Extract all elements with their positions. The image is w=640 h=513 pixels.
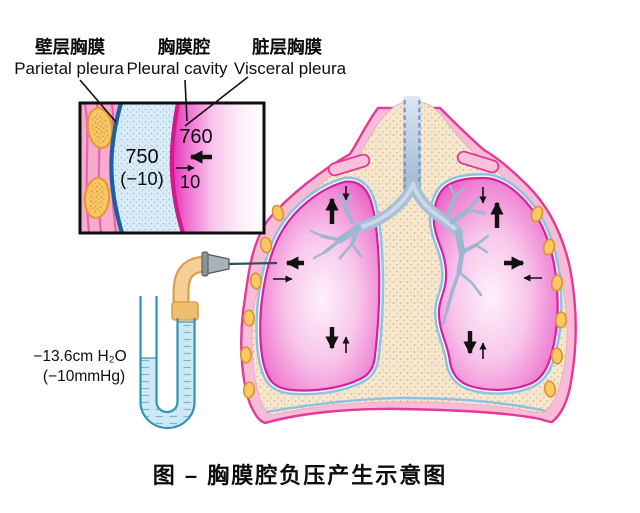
intrapleural-pressure-relative: (−10): [120, 168, 164, 189]
ribs-right: [530, 205, 568, 398]
trachea: [403, 96, 421, 191]
u-tube-glass: [139, 296, 196, 430]
manometer-reading-mmhg: (−10mmHg): [43, 368, 125, 385]
parietal-pleura-line: [109, 104, 124, 232]
bronchial-tree-right: [441, 184, 490, 326]
pleura-labels: 壁层胸膜 Parietal pleura 胸膜腔 Pleural cavity …: [14, 37, 346, 78]
right-lung-body: [432, 176, 559, 391]
needle: [226, 261, 278, 266]
inset-magnified-view: 750 (−10) 760 10: [78, 101, 266, 235]
leader-visceral: [184, 76, 249, 127]
manometer-reading-h2o: −13.6cm H₂O: [33, 348, 126, 365]
pressure-arrows: [273, 186, 542, 359]
inset-lung-region: [171, 104, 262, 232]
label-parietal-zh: 壁层胸膜: [35, 37, 105, 57]
diaphragm-pleura-line: [265, 396, 547, 414]
bronchial-tree-left: [309, 192, 363, 260]
label-visceral-en: Visceral pleura: [234, 59, 347, 78]
tube-sleeve: [171, 301, 199, 321]
label-parietal-en: Parietal pleura: [14, 59, 124, 78]
alveolar-pressure-value: 760: [179, 126, 212, 148]
leader-cavity: [184, 79, 188, 122]
visceral-pleura-line: [169, 104, 185, 232]
label-visceral-zh: 脏层胸膜: [252, 37, 322, 57]
recoil-pressure-value: 10: [180, 171, 201, 192]
water-column: [141, 322, 194, 427]
label-cavity-en: Pleural cavity: [126, 59, 228, 78]
intrapleural-pressure-value: 750: [125, 146, 158, 168]
left-apex-cap: [327, 153, 371, 177]
chest-figure: [240, 96, 577, 425]
inset-ribs: [83, 107, 114, 220]
needle-hub-base: [201, 251, 209, 277]
manometer-assembly: −13.6cm H₂O (−10mmHg): [33, 251, 278, 430]
right-apex-cap: [456, 150, 500, 174]
inset-pleural-cavity: [111, 104, 183, 232]
leader-parietal: [79, 79, 117, 123]
right-lung: [428, 172, 563, 395]
ribs-left: [240, 204, 285, 399]
figure-caption: 图 – 胸膜腔负压产生示意图: [153, 463, 447, 488]
bronchial-tree: [309, 178, 490, 326]
leader-lines: [79, 76, 249, 127]
label-cavity-zh: 胸膜腔: [158, 37, 211, 57]
needle-hub: [205, 253, 230, 275]
